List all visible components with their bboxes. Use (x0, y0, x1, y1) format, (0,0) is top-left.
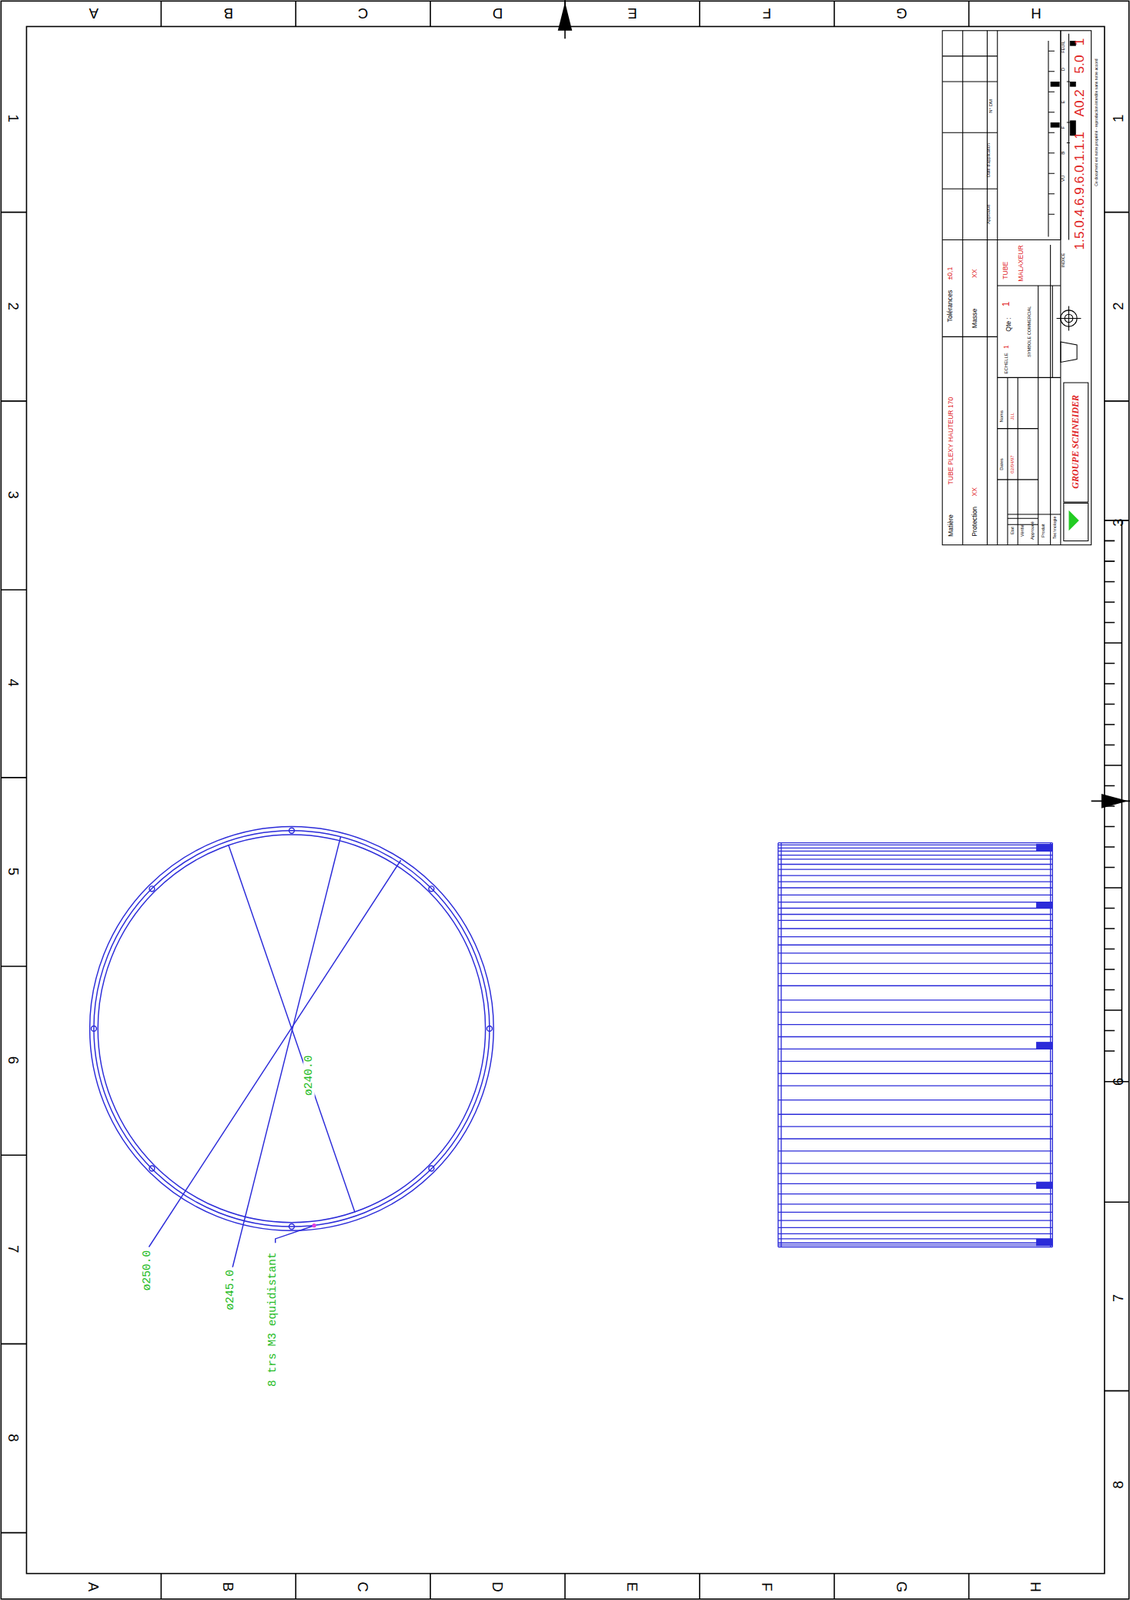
dimension-note: 8 trs M3 equidistant (267, 1249, 280, 1388)
grid-reference: 6 (1110, 1077, 1126, 1086)
title-block-cell: Etat (1010, 526, 1016, 535)
title-block-cell: FEUIL (1061, 40, 1067, 54)
title-block-cell: Tolérances (947, 290, 955, 323)
copyright-note: Ce document est notre propriété - reprod… (1095, 58, 1100, 186)
drawing-number: 1.5.0.4.6.9.6.0.1.1.1 (1072, 131, 1086, 250)
title-block-cell: Dates (999, 458, 1005, 471)
title-block-cell: Qte : (1005, 317, 1013, 332)
title-block-cell: TUBE (1002, 261, 1010, 280)
title-block-cell: Noms (999, 410, 1005, 423)
grid-reference: 1 (1110, 114, 1126, 123)
drawing-number: A0.2 (1072, 89, 1086, 117)
title-block-cell: Masse (971, 308, 979, 328)
grid-reference: 8 (6, 1433, 21, 1441)
drawing-number: 1 (1072, 38, 1086, 47)
grid-reference: C (357, 6, 368, 21)
drawing-number: 5.0 (1072, 55, 1086, 74)
title-block-cell: B (1061, 151, 1067, 155)
title-block-cell: Technologie (1053, 515, 1058, 539)
title-block-cell: ECHELLE (1004, 352, 1010, 374)
title-block-cell: TUBE PLEXY HAUTEUR 170 (948, 397, 956, 485)
tube-side-view (778, 842, 1053, 1248)
grid-reference: G (895, 6, 907, 21)
grid-reference: F (759, 1581, 775, 1591)
grid-reference: D (490, 1581, 505, 1592)
grid-reference: H (1030, 6, 1041, 21)
title-block-cell: 02/04/97 (1010, 454, 1016, 473)
title-block (942, 30, 1091, 545)
title-block-cell: INDICE (1061, 253, 1067, 268)
grid-reference: D (492, 6, 503, 21)
grid-reference: 8 (1110, 1480, 1126, 1488)
dimension-label: ø240.0 (303, 1053, 315, 1098)
title-block-cell: N° DM (989, 99, 994, 114)
grid-reference: E (627, 6, 637, 21)
grid-reference: 7 (6, 1244, 21, 1253)
grid-reference: 6 (6, 1056, 21, 1064)
dimension-label: ø245.0 (224, 1267, 237, 1312)
title-block-cell: 1 (1002, 344, 1010, 349)
company-logo-text: GROUPE SCHNEIDER (1071, 394, 1081, 489)
grid-reference: A (89, 6, 99, 21)
title-block-cell: MALAXEUR (1017, 244, 1025, 281)
title-block-cell: 1 (1002, 301, 1012, 308)
grid-reference: 3 (6, 491, 21, 499)
title-block-cell: VU (1061, 175, 1067, 182)
title-block-cell: Vérifié (1020, 524, 1026, 537)
title-block-cell: Protection (971, 506, 979, 537)
centring-arrows (558, 0, 1130, 809)
grid-reference: A (86, 1581, 102, 1592)
title-block-cell: D (1061, 67, 1067, 71)
dimension-label: ø250.0 (142, 1247, 154, 1293)
grid-reference: 2 (1110, 301, 1126, 310)
grid-reference: 4 (6, 678, 21, 686)
tube-top-view (90, 825, 495, 1231)
grid-reference: G (894, 1581, 910, 1592)
title-block-cell: ±0,1 (947, 267, 955, 281)
title-block-cell: Approuvé (986, 204, 992, 225)
grid-reference: 2 (6, 301, 21, 310)
title-block-cell: SYMBOLE COMMERCIAL (1027, 306, 1033, 358)
grid-reference: C (355, 1581, 371, 1592)
title-block-cell: XX (971, 487, 979, 496)
grid-reference: B (223, 6, 234, 21)
title-block-cell: E (1061, 100, 1067, 104)
title-block-cell: XX (971, 268, 979, 278)
grid-reference: 5 (6, 867, 21, 876)
grid-reference: 7 (1110, 1293, 1126, 1302)
grid-reference: B (221, 1581, 237, 1592)
title-block-cell: Date d'application (986, 143, 992, 178)
title-block-cell: JLL (1010, 412, 1016, 421)
title-block-cell: Produit (1041, 523, 1047, 538)
title-block-cell: F (1061, 126, 1067, 130)
title-block-cell: Matière (948, 514, 956, 537)
dimension-leaders (148, 836, 401, 1268)
grid-reference: F (762, 6, 772, 21)
grid-reference: E (625, 1581, 640, 1592)
grid-reference: 1 (6, 114, 21, 123)
thread-marker (311, 1223, 316, 1227)
title-block-cell: Approuvé (1030, 521, 1036, 540)
grid-reference: 3 (1110, 518, 1126, 526)
grid-reference: H (1029, 1581, 1044, 1592)
